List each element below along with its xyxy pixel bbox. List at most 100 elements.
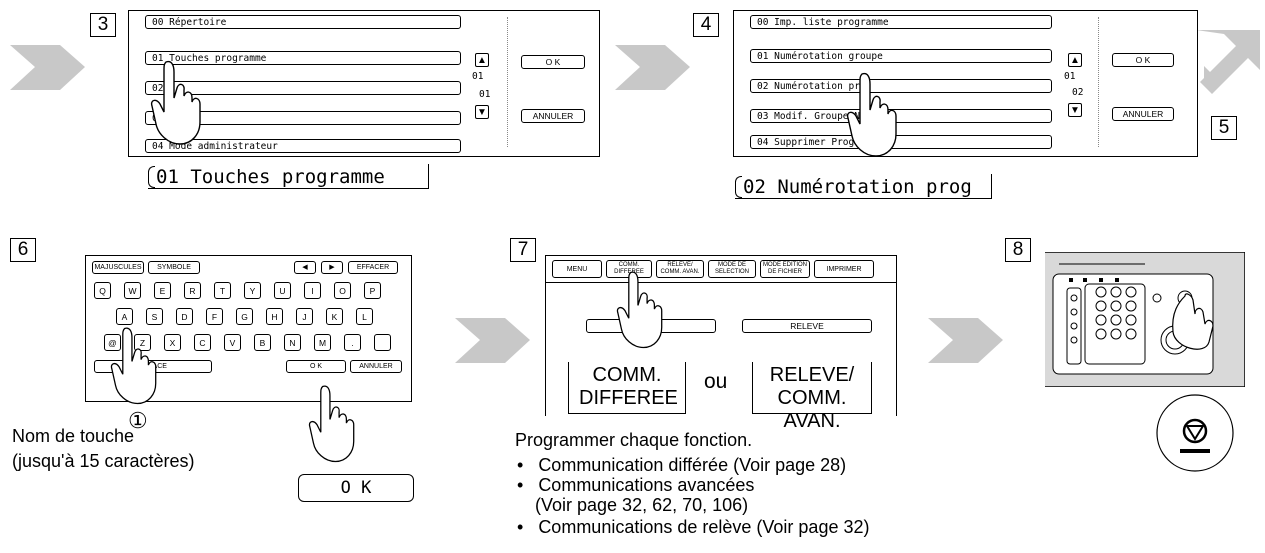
control-panel-illustration [1045,252,1245,387]
step-number: 4 [693,13,719,37]
ok-button[interactable]: O K [286,360,346,373]
key[interactable]: . [344,334,361,351]
uppercase-button[interactable]: MAJUSCULES [92,261,144,274]
list-row[interactable]: 00 Répertoire [145,15,461,29]
key[interactable]: Y [244,282,261,299]
page-indicator-top: 01 [472,71,484,82]
key[interactable]: X [164,334,181,351]
list-row[interactable]: 01 Touches programme [145,51,461,65]
step-number: 7 [510,238,536,262]
key[interactable]: S [146,308,163,325]
page-indicator-bottom: 02 [1072,87,1084,98]
key[interactable]: G [236,308,253,325]
tab-mode-edition[interactable]: MODE EDITION DE FICHIER [760,260,810,278]
bullet-item: • Communications avancées [517,475,755,495]
list-row[interactable]: 01 Numérotation groupe [750,49,1052,63]
lcd-display: 02 Numérotation prog [735,174,992,199]
corner-arrow-icon [1196,30,1260,94]
key[interactable]: C [194,334,211,351]
key[interactable] [374,334,391,351]
symbol-button[interactable]: SYMBOLE [148,261,200,274]
stop-button-icon [1156,394,1234,472]
chevron-icon [10,45,85,90]
key[interactable]: A [116,308,133,325]
bullet-item: • Communication différée (Voir page 28) [517,455,847,475]
caption: (jusqu'à 15 caractères) [12,451,195,471]
list-row[interactable]: 04 Supprimer Prog [750,135,1052,149]
step-number: 8 [1005,238,1031,262]
list-row[interactable]: 02 Numérotation prog [750,79,1052,93]
chevron-icon [455,318,530,363]
releve-button[interactable]: RELEVE [742,319,872,333]
key[interactable]: R [184,282,201,299]
caption: Nom de touche [12,426,135,446]
key[interactable]: K [326,308,343,325]
ok-button[interactable]: O K [1112,53,1174,67]
key[interactable]: U [274,282,291,299]
bullet-text: Communications avancées [538,475,755,495]
hand-pointer-icon [846,72,897,157]
list-row[interactable]: 00 Imp. liste programme [750,15,1052,29]
cursor-right-button[interactable]: ▶ [321,261,343,274]
key[interactable]: V [224,334,241,351]
ok-button[interactable]: O K [521,55,585,69]
cancel-button[interactable]: ANNULER [350,360,402,373]
releve-large[interactable]: RELEVE/ COMM. AVAN. [752,362,872,432]
ok-big-button[interactable]: O K [298,474,414,502]
key[interactable]: P [364,282,381,299]
touch-screen-step3: 00 Répertoire 01 Touches programme 02 03… [128,10,600,157]
bullet-item: (Voir page 32, 62, 70, 106) [535,495,748,516]
scroll-down-button[interactable]: ▼ [475,105,489,119]
tab-imprimer[interactable]: IMPRIMER [814,260,874,278]
key[interactable]: W [124,282,141,299]
hand-pointer-icon [110,327,157,405]
key[interactable]: F [206,308,223,325]
or-label: ou [704,370,728,393]
delete-button[interactable]: EFFACER [348,261,398,274]
key[interactable]: J [296,308,313,325]
cancel-button[interactable]: ANNULER [1112,107,1174,121]
key[interactable]: Z [134,334,151,351]
key[interactable]: L [356,308,373,325]
hand-pointer-icon [150,60,201,145]
key[interactable]: N [284,334,301,351]
key[interactable]: T [214,282,231,299]
comm-differee-large[interactable]: COMM. DIFFEREE [568,362,686,414]
step-number: 5 [1211,116,1237,140]
tab-releve[interactable]: RELEVE/ COMM. AVAN. [656,260,704,278]
scroll-up-button[interactable]: ▲ [1068,53,1082,67]
touch-screen-step4: 00 Imp. liste programme 01 Numérotation … [733,10,1198,157]
chevron-icon [928,318,1003,363]
bullet-text: Communications de relève (Voir page 32) [538,517,870,537]
key[interactable]: D [176,308,193,325]
tab-menu[interactable]: MENU [552,260,602,278]
hand-pointer-icon [616,271,663,349]
hand-pointer-icon [308,385,355,463]
scroll-up-button[interactable]: ▲ [475,53,489,67]
cursor-left-button[interactable]: ◀ [294,261,316,274]
key[interactable]: M [314,334,331,351]
page-indicator-bottom: 01 [479,89,491,100]
key[interactable]: H [266,308,283,325]
bullet-text: Communication différée (Voir page 28) [538,455,847,475]
page-indicator-top: 01 [1064,71,1076,82]
bullet-text: (Voir page 32, 62, 70, 106) [535,495,749,515]
list-row[interactable]: 03 Modif. Groupe Num. [750,109,1052,123]
list-row[interactable]: 04 Mode administrateur [145,139,461,153]
step-number: 3 [90,13,116,37]
tab-mode-selection[interactable]: MODE DE SELECTION [708,260,756,278]
list-row[interactable]: 02 [145,81,461,95]
key[interactable]: B [254,334,271,351]
scroll-down-button[interactable]: ▼ [1068,103,1082,117]
key[interactable]: @ [104,334,121,351]
step-number: 6 [10,238,36,262]
circle-number-1: ① [128,408,148,434]
chevron-icon [615,45,690,90]
key[interactable]: O [334,282,351,299]
key[interactable]: I [304,282,321,299]
bullet-item: • Communications de relève (Voir page 32… [517,517,870,537]
instructions: Programmer chaque fonction. [515,430,753,450]
cancel-button[interactable]: ANNULER [521,109,585,123]
key[interactable]: Q [94,282,111,299]
key[interactable]: E [154,282,171,299]
